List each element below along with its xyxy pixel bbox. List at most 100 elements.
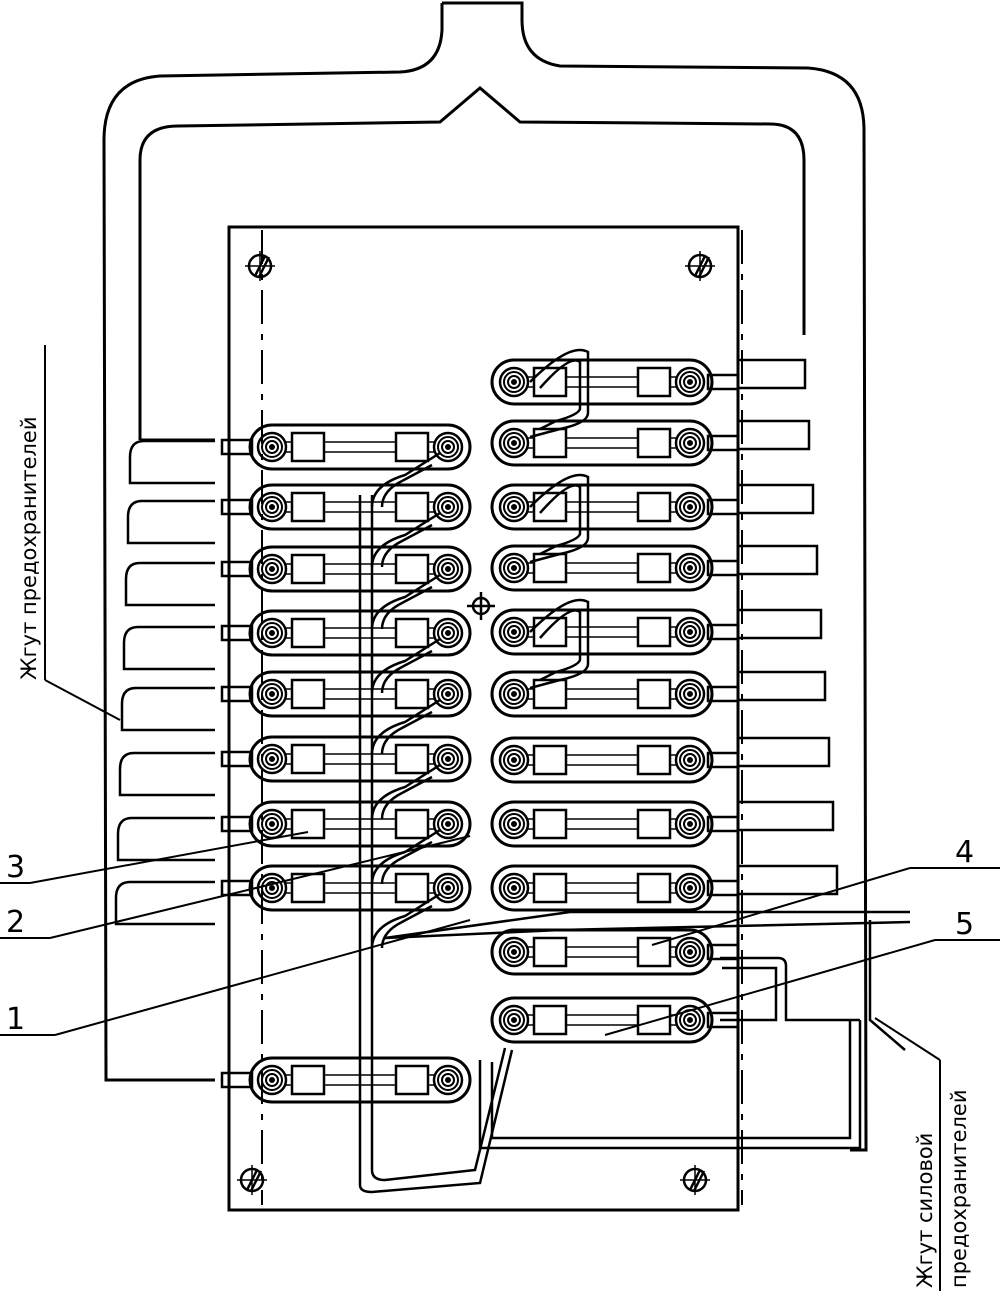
center-lines (261, 230, 743, 1205)
wire-jumper (380, 523, 433, 568)
fuse-holder (220, 735, 472, 783)
wire-jumper (380, 649, 433, 694)
wire-loop (539, 484, 582, 556)
wire-lead (122, 625, 215, 671)
central-jumper-bundle (358, 495, 911, 1194)
callout-4: 4 (955, 835, 974, 870)
screw-icon (685, 251, 715, 281)
fuse-holder (490, 608, 740, 656)
terminal-nut-icon (498, 872, 530, 904)
wire-loop (529, 348, 590, 439)
right-harness-wires (529, 348, 839, 896)
wire-lead (738, 800, 835, 832)
fuse-holder (220, 800, 472, 848)
label-harness-power-line1: Жгут силовой (913, 1133, 937, 1288)
terminal-nut-icon (432, 743, 464, 775)
fuse-holder (220, 670, 472, 718)
fuse-holder (220, 423, 472, 471)
right-fuse-column (490, 358, 740, 1044)
terminal-nut-icon (432, 617, 464, 649)
terminal-nut-icon (432, 491, 464, 523)
terminal-nut-icon (256, 1064, 288, 1096)
wire-lead (126, 499, 215, 545)
wire-lead (120, 686, 215, 732)
wire-lead (738, 608, 823, 640)
fuse-holder (220, 483, 472, 531)
callout-5: 5 (955, 907, 974, 942)
wire-jumper (380, 585, 433, 630)
terminal-nut-icon (498, 427, 530, 459)
terminal-nut-icon (674, 808, 706, 840)
fuse-holder (490, 483, 740, 531)
mounting-plate (227, 225, 740, 1212)
fuse-holder (490, 736, 740, 784)
terminal-nut-icon (674, 744, 706, 776)
terminal-nut-icon (256, 808, 288, 840)
terminal-nut-icon (256, 743, 288, 775)
terminal-nut-icon (256, 678, 288, 710)
terminal-nut-icon (674, 366, 706, 398)
wire-lead (738, 358, 807, 390)
wire-lead (116, 816, 215, 862)
outer-harness-outline (102, 1, 868, 1152)
fuse-holder (490, 864, 740, 912)
wire-loop (529, 473, 590, 564)
wire-lead (738, 419, 811, 451)
callout-2: 2 (6, 905, 25, 940)
wire-loop (539, 359, 582, 431)
terminal-nut-icon (498, 744, 530, 776)
callout-leaders (0, 345, 1000, 1291)
wire-jumper (380, 463, 433, 508)
left-fuse-column (220, 423, 472, 1104)
wire-lead (738, 544, 819, 576)
mounting-screws (237, 251, 715, 1195)
screw-icon (237, 1165, 267, 1195)
wire-lead (114, 880, 215, 926)
screw-icon (680, 1165, 710, 1195)
terminal-nut-icon (432, 872, 464, 904)
terminal-nut-icon (432, 431, 464, 463)
fuse-holder (490, 358, 740, 406)
fuse-holder (220, 545, 472, 593)
callout-1: 1 (6, 1002, 25, 1037)
wire-lead (738, 483, 815, 515)
terminal-nut-icon (498, 552, 530, 584)
fuse-holder (490, 800, 740, 848)
terminal-nut-icon (432, 553, 464, 585)
fuse-holder (490, 419, 740, 467)
wire-lead (118, 751, 215, 797)
terminal-nut-icon (256, 872, 288, 904)
terminal-nut-icon (432, 808, 464, 840)
terminal-nut-icon (432, 1064, 464, 1096)
fuse-holder (490, 996, 740, 1044)
wire-loop (539, 609, 582, 682)
label-harness-power-line2: предохранителей (947, 1090, 971, 1289)
terminal-nut-icon (432, 678, 464, 710)
terminal-nut-icon (498, 1004, 530, 1036)
terminal-nut-icon (674, 616, 706, 648)
terminal-nut-icon (256, 491, 288, 523)
fuse-holder (220, 609, 472, 657)
terminal-nut-icon (674, 491, 706, 523)
fuse-holder (220, 1056, 472, 1104)
terminal-nut-icon (498, 678, 530, 710)
terminal-nut-icon (498, 936, 530, 968)
center-mark-icon (467, 592, 495, 620)
terminal-nut-icon (674, 678, 706, 710)
terminal-nut-icon (674, 552, 706, 584)
terminal-nut-icon (674, 872, 706, 904)
terminal-nut-icon (498, 366, 530, 398)
fuse-holder (490, 670, 740, 718)
terminal-nut-icon (256, 553, 288, 585)
wire-lead (738, 864, 839, 896)
fuse-holder (490, 544, 740, 592)
wire-jumper (380, 775, 433, 820)
wire-lead (128, 439, 215, 485)
wire-jumper (380, 710, 433, 755)
right-power-harness (720, 920, 906, 1051)
callout-3: 3 (6, 850, 25, 885)
screw-icon (245, 251, 275, 281)
wire-jumper (380, 840, 433, 885)
terminal-nut-icon (256, 617, 288, 649)
wire-lead (124, 561, 215, 607)
